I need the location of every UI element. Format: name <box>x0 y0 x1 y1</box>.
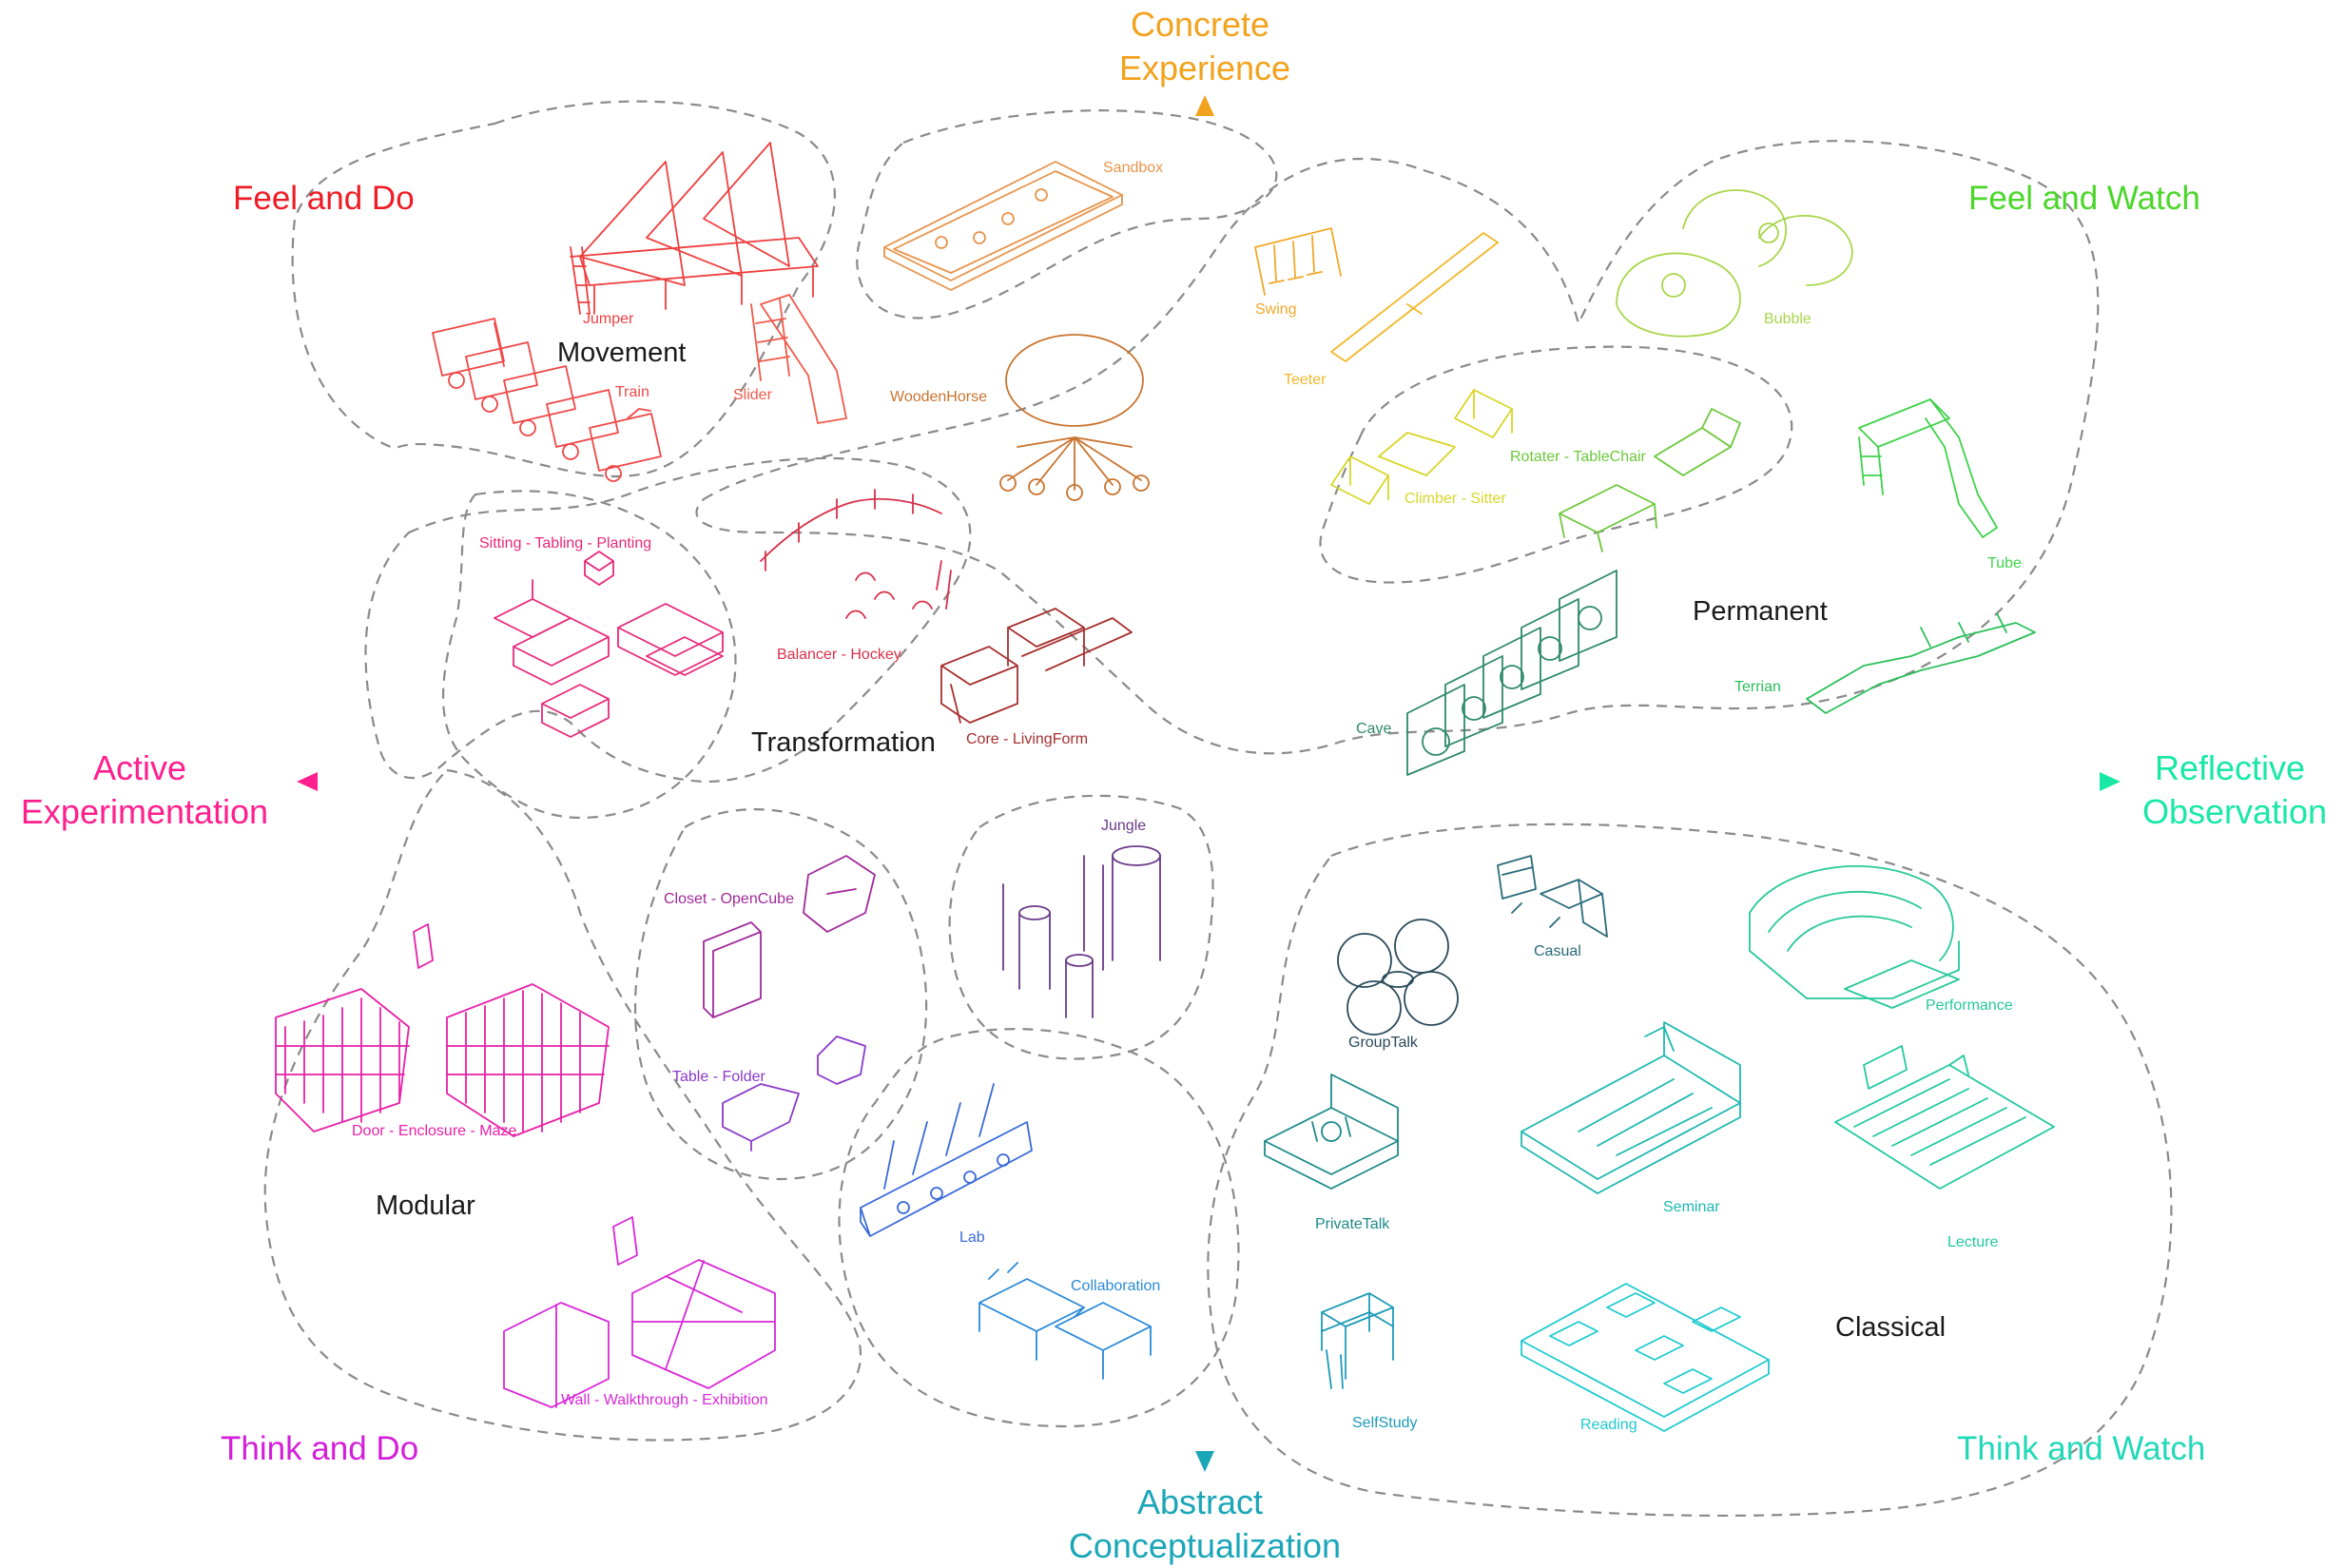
zone-outline-closet <box>633 808 928 1181</box>
reading-illustration <box>1521 1283 1770 1432</box>
label-jungle: Jungle <box>1101 818 1146 834</box>
label-privatetalk: PrivateTalk <box>1315 1216 1390 1232</box>
performance-illustration <box>1749 865 1960 1009</box>
quadrant-think-and-do: Think and Do <box>221 1430 418 1467</box>
axis-right-line2: Observation <box>2142 792 2327 831</box>
label-selfstudy: SelfStudy <box>1352 1415 1417 1431</box>
zone-outline-permanent <box>1319 345 1793 584</box>
label-performance: Performance <box>1926 997 2013 1014</box>
zone-outline-jungle <box>948 794 1214 1060</box>
quadrant-feel-and-do: Feel and Do <box>233 180 415 217</box>
axis-top-line1: Concrete <box>1131 5 1269 44</box>
jungle-illustration <box>1002 845 1161 1018</box>
label-balancer: Balancer - Hockey <box>777 647 901 663</box>
label-lecture: Lecture <box>1947 1234 1998 1250</box>
bubble-illustration <box>1616 189 1853 338</box>
label-casual: Casual <box>1534 943 1581 959</box>
label-table-folder: Table - Folder <box>672 1069 765 1085</box>
axis-left-line1: Active <box>93 748 186 787</box>
label-sitting: Sitting - Tabling - Planting <box>479 535 651 552</box>
zone-outline-movement <box>291 100 836 478</box>
rotater-illustration <box>1559 408 1741 552</box>
label-reading: Reading <box>1580 1417 1637 1433</box>
label-door: Door - Enclosure - Maze <box>352 1123 516 1139</box>
lab-illustration <box>860 1083 1033 1237</box>
label-grouptalk: GroupTalk <box>1348 1035 1419 1051</box>
label-woodenhorse: WoodenHorse <box>890 389 987 405</box>
zone-title-permanent: Permanent <box>1693 596 1828 627</box>
axis-right-line1: Reflective <box>2155 748 2305 787</box>
zone-title-movement: Movement <box>557 338 686 368</box>
arrow-right-icon <box>2100 772 2121 791</box>
label-sandbox: Sandbox <box>1103 160 1163 176</box>
label-train: Train <box>615 384 649 400</box>
label-seminar: Seminar <box>1663 1199 1720 1215</box>
woodenhorse-illustration <box>999 334 1150 501</box>
privatetalk-illustration <box>1264 1074 1399 1190</box>
zone-outline-modular <box>263 768 862 1442</box>
casual-illustration <box>1497 855 1608 938</box>
label-climber: Climber - Sitter <box>1404 491 1506 507</box>
label-swing: Swing <box>1255 301 1297 318</box>
label-collaboration: Collaboration <box>1071 1278 1160 1294</box>
core-illustration <box>940 608 1133 724</box>
label-tube: Tube <box>1987 555 2022 571</box>
slider-illustration <box>750 294 847 424</box>
table-folder-illustration <box>722 1036 866 1152</box>
zone-outline-feel-large <box>695 140 2100 755</box>
arrow-down-icon <box>1195 1451 1214 1472</box>
label-teeter: Teeter <box>1284 372 1327 388</box>
axis-bottom-title: Abstract Conceptualization <box>1069 1482 1341 1565</box>
sitting-illustration <box>494 551 724 738</box>
zone-title-classical: Classical <box>1835 1312 1946 1343</box>
door-illustration <box>275 923 610 1137</box>
label-cave: Cave <box>1356 721 1391 737</box>
zone-outline-transformation <box>364 456 972 784</box>
zone-title-transformation: Transformation <box>751 727 936 758</box>
axis-right-title: Reflective Observation <box>2142 748 2327 831</box>
arrow-left-icon <box>297 772 318 791</box>
cave-illustration <box>1406 570 1618 776</box>
zone-title-modular: Modular <box>376 1191 475 1221</box>
balancer-illustration <box>760 489 952 619</box>
wall-illustration <box>503 1216 776 1408</box>
train-illustration <box>432 318 662 482</box>
closet-illustration <box>703 855 876 1018</box>
seminar-illustration <box>1521 1021 1741 1194</box>
climber-illustration <box>1330 389 1513 505</box>
sandbox-illustration <box>883 161 1123 291</box>
axis-left-line2: Experimentation <box>21 792 268 831</box>
axis-top-title: Concrete Experience <box>1119 5 1290 87</box>
axis-left-title: Active Experimentation <box>21 748 268 831</box>
label-rotater: Rotater - TableChair <box>1510 449 1647 465</box>
selfstudy-illustration <box>1321 1292 1394 1389</box>
quadrant-feel-and-watch: Feel and Watch <box>1968 180 2200 217</box>
label-core: Core - LivingForm <box>966 731 1088 747</box>
axis-bottom-line2: Conceptualization <box>1069 1526 1341 1565</box>
label-wall: Wall - Walkthrough - Exhibition <box>561 1392 768 1408</box>
label-bubble: Bubble <box>1764 311 1811 327</box>
swing-illustration <box>1254 227 1342 296</box>
lecture-illustration <box>1834 1045 2055 1190</box>
label-closet: Closet - OpenCube <box>664 891 794 907</box>
label-jumper: Jumper <box>583 311 634 327</box>
zone-outline-lab <box>838 1028 1240 1428</box>
tube-illustration <box>1858 398 1998 538</box>
axis-top-line2: Experience <box>1119 48 1290 87</box>
zone-outline-classical <box>1207 823 2173 1518</box>
collaboration-illustration <box>978 1262 1152 1380</box>
label-lab: Lab <box>959 1229 985 1246</box>
grouptalk-illustration <box>1337 919 1459 1036</box>
quadrant-think-and-watch: Think and Watch <box>1957 1430 2205 1467</box>
terrian-illustration <box>1806 612 2036 714</box>
arrow-up-icon <box>1195 95 1214 116</box>
label-slider: Slider <box>733 387 773 403</box>
teeter-illustration <box>1330 232 1499 362</box>
axis-bottom-line1: Abstract <box>1137 1482 1263 1521</box>
label-terrian: Terrian <box>1734 679 1781 695</box>
jumper-illustration <box>570 142 819 315</box>
zone-outline-sandbox <box>856 109 1278 319</box>
